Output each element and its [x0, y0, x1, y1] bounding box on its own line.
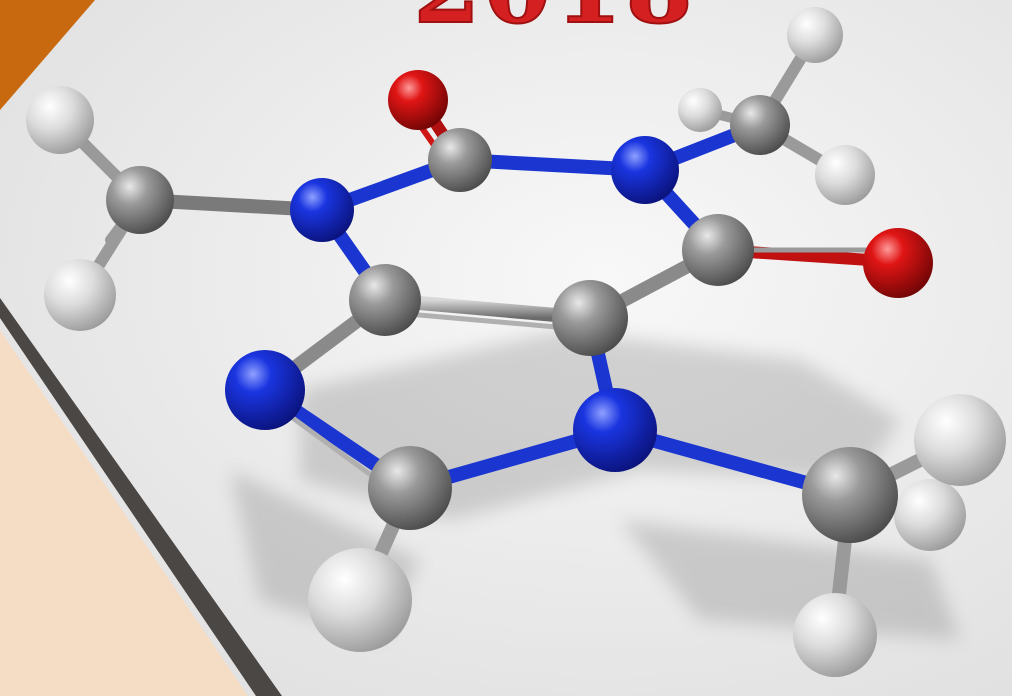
- atom-hydrogen: [787, 7, 843, 63]
- atom-hydrogen: [894, 479, 966, 551]
- atom-nitrogen: [290, 178, 354, 242]
- atom-carbon: [428, 128, 492, 192]
- molecule-atoms: [26, 7, 1006, 677]
- atom-carbon: [802, 447, 898, 543]
- atom-nitrogen: [225, 350, 305, 430]
- page-title: 2018: [413, 0, 696, 45]
- peach-panel: [0, 330, 248, 696]
- atom-hydrogen: [815, 145, 875, 205]
- atom-nitrogen: [573, 388, 657, 472]
- atom-carbon: [368, 446, 452, 530]
- atom-nitrogen: [611, 136, 679, 204]
- atom-hydrogen: [308, 548, 412, 652]
- atom-hydrogen: [26, 86, 94, 154]
- atom-oxygen: [863, 228, 933, 298]
- atom-carbon: [730, 95, 790, 155]
- atom-oxygen: [388, 70, 448, 130]
- atom-hydrogen: [678, 88, 722, 132]
- atom-carbon: [349, 264, 421, 336]
- atom-hydrogen: [44, 259, 116, 331]
- atom-hydrogen: [914, 394, 1006, 486]
- diagonal-band: [0, 298, 282, 696]
- atom-carbon: [552, 280, 628, 356]
- atom-hydrogen: [793, 593, 877, 677]
- atom-carbon: [682, 214, 754, 286]
- corner-orange-triangle: [0, 0, 95, 110]
- atom-carbon: [106, 166, 174, 234]
